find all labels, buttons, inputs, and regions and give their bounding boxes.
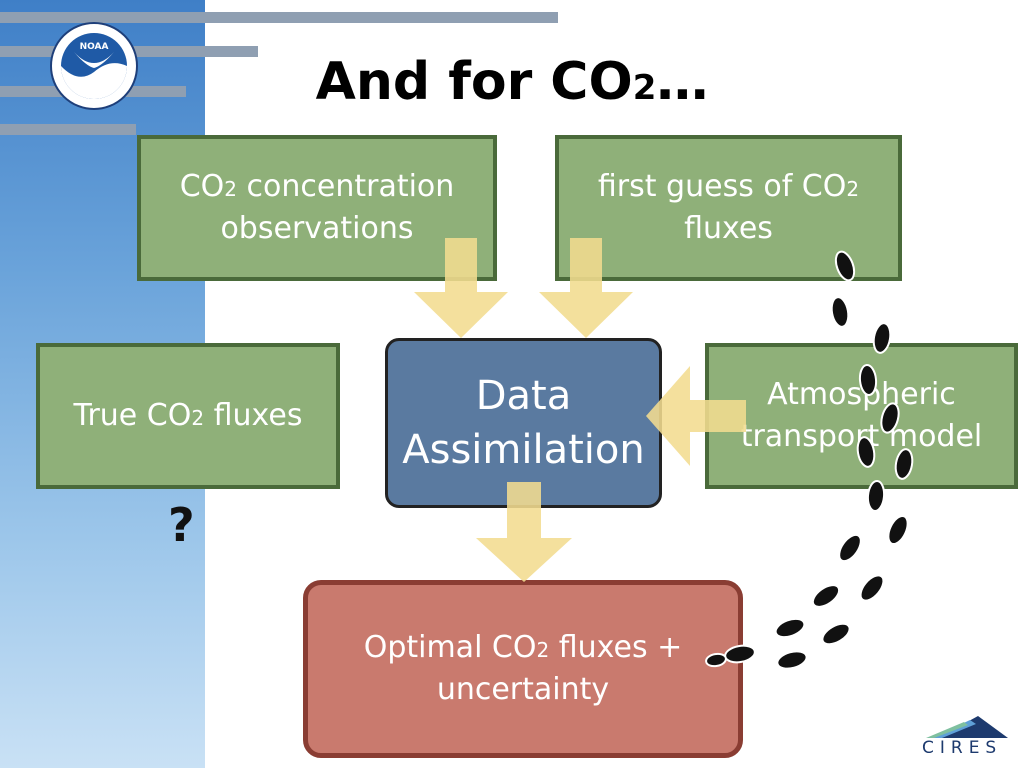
arrow-down-icon [539, 238, 633, 338]
noaa-logo: NOAA [50, 22, 138, 110]
footprints-icon [705, 250, 914, 670]
box-optimal-fluxes: Optimal CO2 fluxes +uncertainty [303, 580, 743, 758]
arrow-down-icon [476, 482, 572, 582]
arrow-left-icon [646, 366, 746, 466]
header-stripe [0, 12, 558, 23]
cires-logo-text: CIRES [922, 738, 1003, 758]
cires-logo [926, 716, 1008, 738]
slide-title: And for CO2… [315, 52, 709, 112]
box-true-fluxes: True CO2 fluxes [36, 343, 340, 489]
question-mark: ? [168, 498, 195, 552]
noaa-logo-text: NOAA [80, 42, 109, 52]
header-stripe [0, 124, 136, 135]
arrow-down-icon [414, 238, 508, 338]
